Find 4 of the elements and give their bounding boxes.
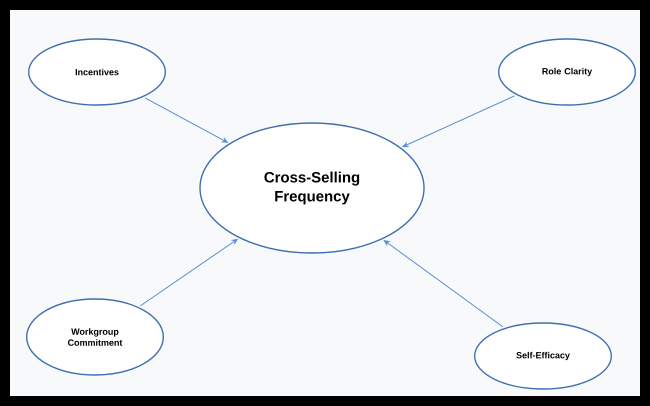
- ellipse-node: Workgroup Commitment: [26, 298, 164, 376]
- ellipse-node: Self-Efficacy: [474, 322, 612, 390]
- ellipse-node: Role Clarity: [498, 38, 636, 106]
- ellipse-node: Incentives: [28, 38, 166, 106]
